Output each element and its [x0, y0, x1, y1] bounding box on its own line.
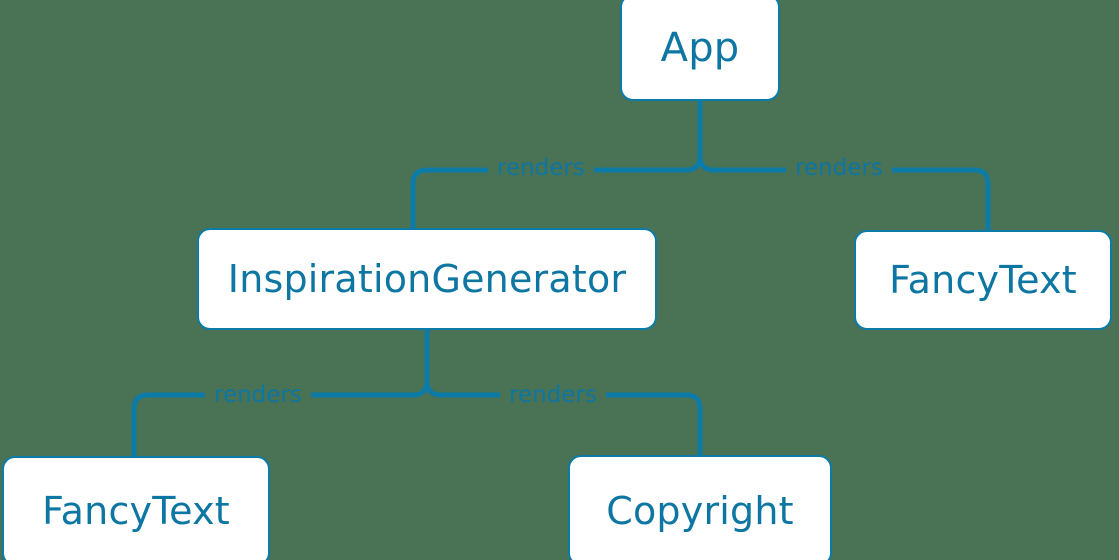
- node-app[interactable]: App: [620, 0, 780, 101]
- node-app-label: App: [660, 24, 740, 71]
- edge-label-inspirationgenerator-to-fancytext-left: renders: [205, 384, 311, 407]
- edge-label-inspirationgenerator-to-copyright: renders: [500, 384, 606, 407]
- edge-label-app-to-inspirationgenerator: renders: [488, 157, 594, 180]
- node-fancytext-right[interactable]: FancyText: [854, 230, 1112, 330]
- node-copyright-label: Copyright: [606, 488, 794, 533]
- node-inspirationgenerator-label: InspirationGenerator: [227, 257, 627, 301]
- node-fancytext-left-label: FancyText: [42, 489, 230, 533]
- node-fancytext-right-label: FancyText: [889, 258, 1077, 302]
- node-inspirationgenerator[interactable]: InspirationGenerator: [197, 228, 657, 330]
- node-fancytext-left[interactable]: FancyText: [2, 456, 270, 560]
- edge-label-app-to-fancytext-right: renders: [786, 157, 892, 180]
- node-copyright[interactable]: Copyright: [568, 455, 832, 560]
